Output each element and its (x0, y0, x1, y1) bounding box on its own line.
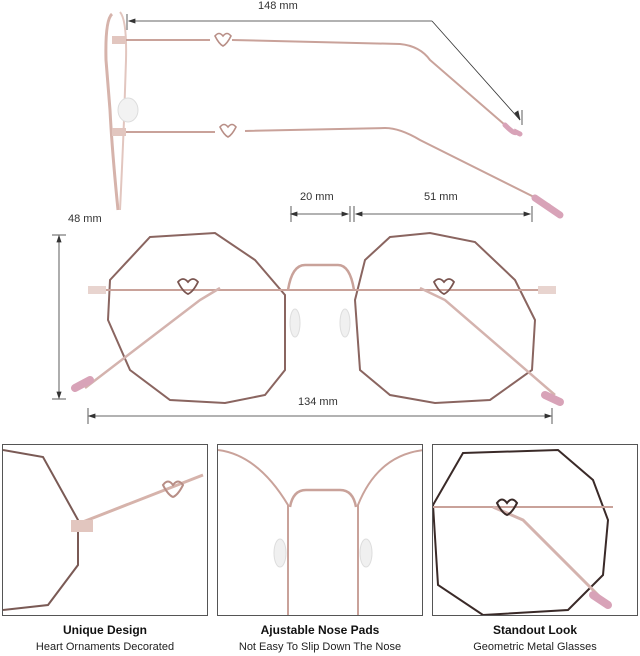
glasses-front-view-illustration (52, 231, 564, 424)
lens-width-label: 51 mm (424, 191, 458, 203)
feature-subtitle-standout-look: Geometric Metal Glasses (473, 641, 597, 653)
glasses-side-view-illustration (104, 11, 564, 222)
feature-panel-nose-pads (217, 444, 423, 616)
feature-title-unique-design: Unique Design (62, 623, 147, 637)
heart-ornament-closeup-illustration (3, 449, 204, 611)
temple-length-label: 148 mm (258, 0, 298, 12)
feature-subtitle-unique-design: Heart Ornaments Decorated (35, 641, 175, 653)
bridge-width-label: 20 mm (300, 191, 334, 203)
feature-title-nose-pads: Ajustable Nose Pads (260, 623, 380, 637)
nose-pads-closeup-illustration (218, 449, 422, 615)
feature-panel-geometric-frame (432, 444, 638, 616)
lens-height-label: 48 mm (68, 213, 102, 225)
feature-panel-heart-ornament (2, 444, 208, 616)
feature-title-standout-look: Standout Look (493, 623, 577, 637)
geometric-frame-closeup-illustration (433, 448, 613, 615)
frame-width-label: 134 mm (298, 396, 338, 408)
feature-subtitle-nose-pads: Not Easy To Slip Down The Nose (238, 641, 402, 653)
